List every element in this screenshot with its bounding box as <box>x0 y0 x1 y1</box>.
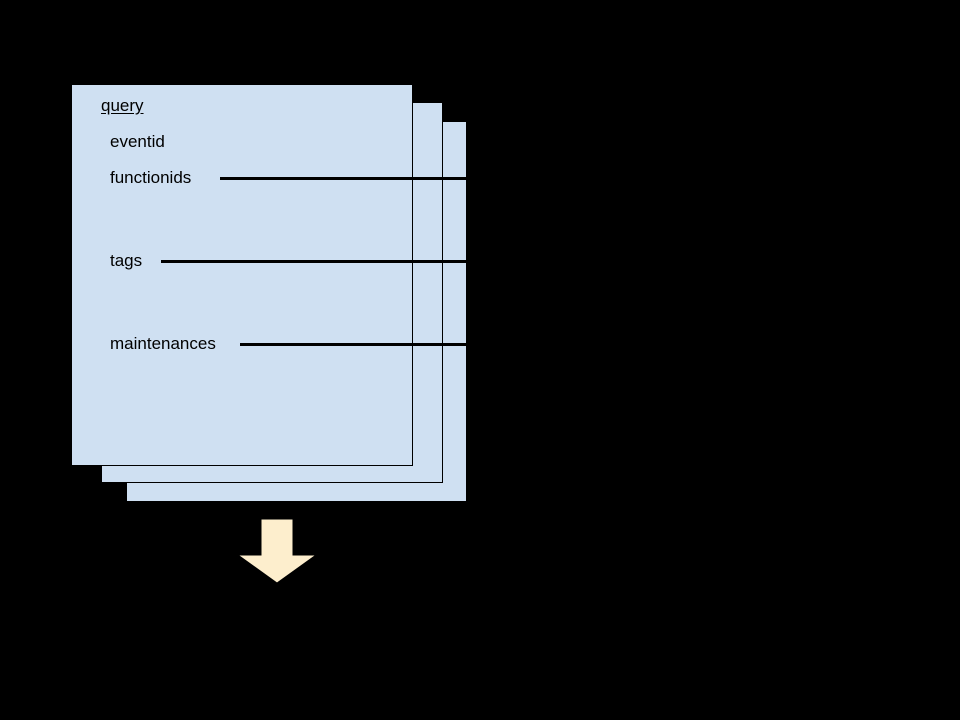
field-label-tags: tags <box>110 251 143 270</box>
leader-line-tags <box>161 260 468 263</box>
arrow-down-icon <box>237 519 317 584</box>
field-label-functionids: functionids <box>110 168 192 187</box>
field-label-maintenances: maintenances <box>110 334 216 353</box>
leader-line-functionids <box>220 177 468 180</box>
query-card-stack-layer-1 <box>72 85 413 466</box>
field-label-eventid: eventid <box>110 132 165 151</box>
query-card-title: query <box>101 96 144 115</box>
leader-line-maintenances <box>240 343 468 346</box>
